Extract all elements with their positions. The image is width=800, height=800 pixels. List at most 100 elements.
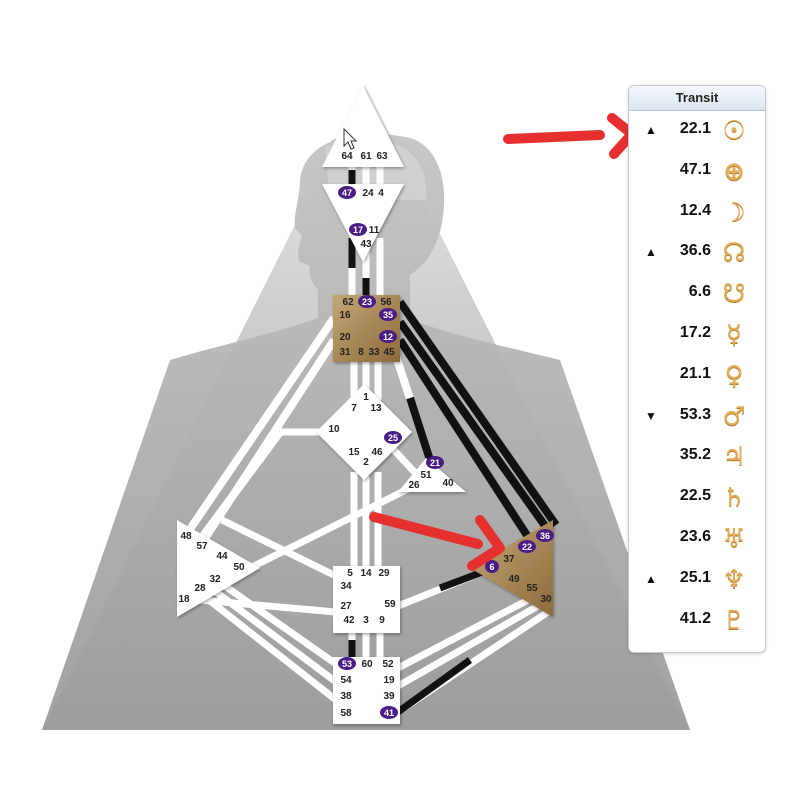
g-center: [316, 384, 412, 480]
gate-43: 43: [360, 239, 372, 250]
gate-26: 26: [408, 480, 420, 491]
gate-23: 23: [362, 297, 372, 307]
transit-value: 53.3: [679, 405, 711, 423]
transit-value: 12.4: [679, 201, 711, 219]
gate-18: 18: [178, 594, 190, 605]
gate-11: 11: [369, 225, 380, 236]
heart-center: [398, 458, 466, 492]
gate-52: 52: [382, 659, 394, 670]
gate-10: 10: [328, 424, 340, 435]
transit-row: ▲36.6☊: [629, 233, 765, 274]
gate-19: 19: [383, 675, 395, 686]
gate-54: 54: [340, 675, 352, 686]
uranus-icon: ♅: [722, 523, 746, 554]
gate-highlight-badge: [379, 330, 397, 343]
transit-value: 6.6: [688, 283, 711, 301]
transit-row: 22.5♄: [629, 478, 765, 519]
gate-1: 1: [363, 392, 369, 403]
gate-highlight-badge: [518, 540, 536, 553]
transit-value: 36.6: [679, 242, 711, 260]
gate-62: 62: [342, 297, 354, 308]
transit-value: 23.6: [679, 527, 711, 545]
moon-icon: ☽: [722, 197, 746, 228]
gate-33: 33: [368, 347, 380, 358]
jupiter-icon: ♃: [722, 442, 746, 473]
gate-55: 55: [526, 583, 538, 594]
spleen-center: [177, 520, 260, 617]
gate-41: 41: [384, 708, 394, 718]
pluto-icon: ♇: [722, 605, 746, 636]
mars-icon: ♂: [722, 401, 746, 432]
gate-13: 13: [370, 403, 382, 414]
gate-32: 32: [209, 574, 221, 585]
gate-highlight-badge: [338, 657, 356, 670]
gate-40: 40: [442, 478, 454, 489]
transit-value: 47.1: [679, 160, 711, 178]
neptune-icon: ♆: [722, 564, 746, 595]
gate-highlight-badge: [536, 529, 554, 542]
gate-16: 16: [339, 310, 351, 321]
gate-6: 6: [489, 562, 494, 572]
gate-45: 45: [383, 347, 395, 358]
gate-5: 5: [347, 568, 353, 579]
gate-36: 36: [540, 531, 550, 541]
gate-37: 37: [503, 554, 515, 565]
transit-marker: ▲: [645, 571, 657, 586]
gate-60: 60: [361, 659, 373, 670]
sacral-center: [333, 566, 400, 633]
transit-value: 22.1: [679, 120, 711, 137]
transit-row: ▼ 53.3 ♂: [629, 397, 765, 438]
gate-34: 34: [340, 581, 352, 592]
red-arrow-transit: [503, 113, 637, 159]
transit-value: 25.1: [679, 568, 711, 586]
gate-42: 42: [343, 615, 355, 626]
transit-row: 47.1 ⊕: [629, 152, 765, 193]
gate-49: 49: [508, 574, 520, 585]
gate-7: 7: [351, 403, 357, 414]
gate-28: 28: [194, 583, 206, 594]
transit-marker: ▲: [645, 245, 657, 260]
transit-list: ▲22.1☉47.1⊕12.4☽▲36.6☊6.6☋17.2☿21.1♀▼53.…: [629, 111, 765, 641]
gate-21: 21: [430, 458, 440, 468]
gate-highlight-badge: [426, 456, 444, 469]
earth-icon: ⊕: [723, 156, 745, 187]
transit-row: 35.2 ♃: [629, 437, 765, 478]
ajna-center: [322, 184, 404, 262]
gate-31: 31: [339, 347, 351, 358]
gate-51: 51: [420, 470, 432, 481]
red-arrow-solar-plexus: [369, 512, 505, 571]
gate-20: 20: [339, 332, 351, 343]
gate-highlight-badge: [379, 308, 397, 321]
gate-15: 15: [348, 447, 360, 458]
gate-12: 12: [383, 332, 393, 342]
gate-30: 30: [540, 594, 552, 605]
saturn-icon: ♄: [722, 483, 746, 514]
gate-61: 61: [360, 151, 372, 162]
gate-14: 14: [360, 568, 372, 579]
gate-25: 25: [388, 433, 398, 443]
transit-panel: Transit ▲22.1☉47.1⊕12.4☽▲36.6☊6.6☋17.2☿2…: [628, 85, 766, 653]
transit-value: 35.2: [679, 446, 711, 464]
transit-row: 12.4 ☽: [629, 193, 765, 234]
gate-57: 57: [196, 541, 208, 552]
transit-marker: ▼: [645, 408, 657, 423]
gate-highlight-badge: [384, 431, 402, 444]
transit-row: ▲ 25.1 ♆: [629, 560, 765, 601]
gate-38: 38: [340, 691, 352, 702]
transit-value: 17.2: [679, 323, 711, 341]
gate-35: 35: [383, 310, 393, 320]
gate-39: 39: [383, 691, 395, 702]
gate-highlight-badge: [485, 560, 499, 573]
transit-row: 41.2♇: [629, 601, 765, 642]
gate-24: 24: [362, 188, 374, 199]
mouse-cursor-icon: [343, 127, 358, 150]
gate-highlight-badge: [358, 295, 376, 308]
gate-63: 63: [376, 151, 388, 162]
gate-44: 44: [216, 551, 228, 562]
gate-29: 29: [378, 568, 390, 579]
south-node-icon: ☋: [722, 279, 746, 310]
gate-22: 22: [522, 542, 532, 552]
gate-50: 50: [233, 562, 245, 573]
gate-56: 56: [380, 297, 392, 308]
